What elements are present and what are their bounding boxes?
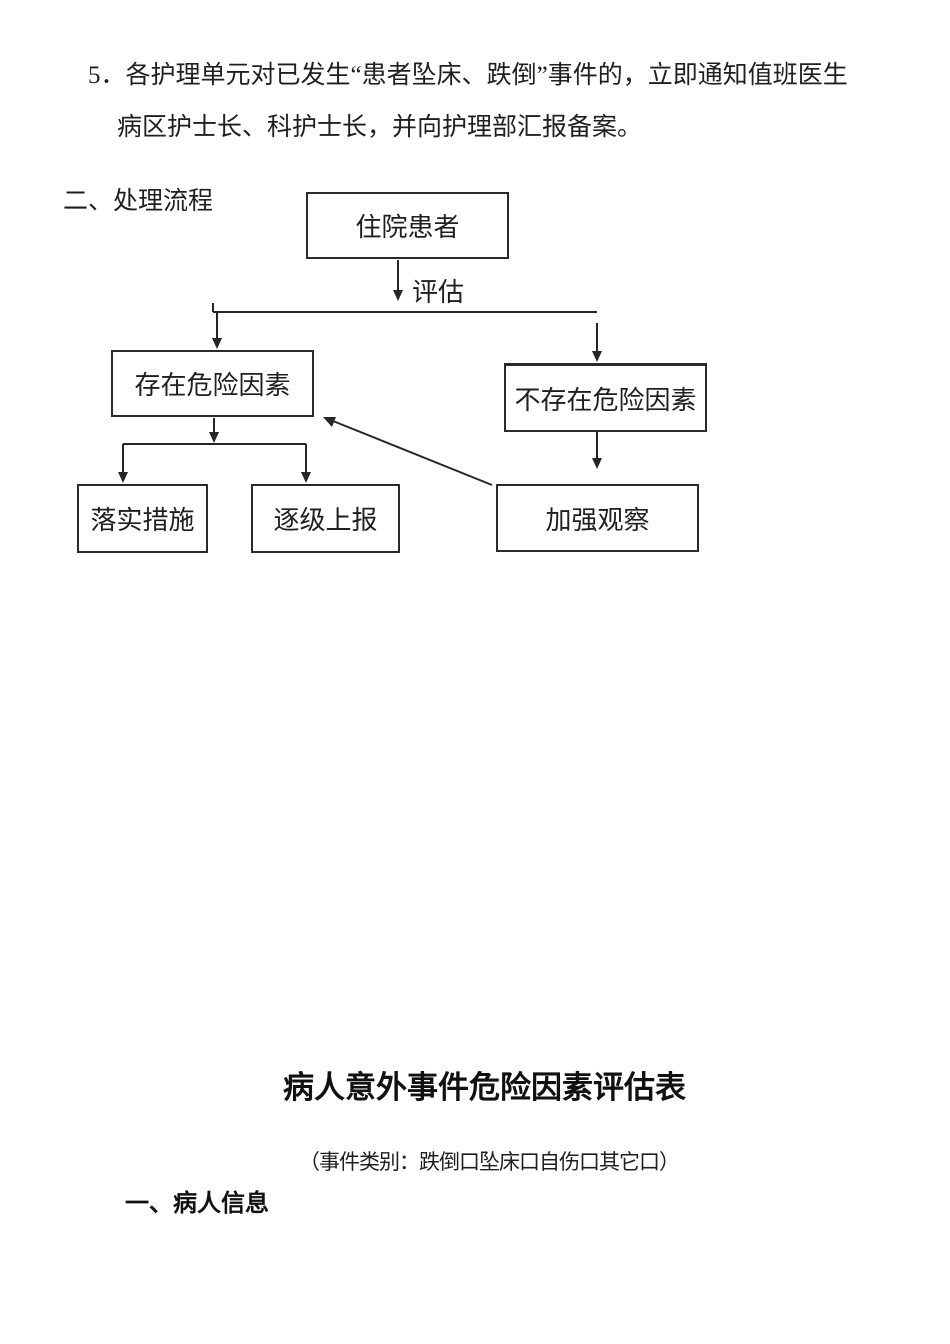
arrowhead-observe-to-risk — [323, 417, 336, 427]
flowchart-node-no-risk: 不存在危险因素 — [504, 363, 707, 432]
arrowhead-to-observe — [592, 458, 602, 469]
form-section-patient-info: 一、病人信息 — [125, 1190, 269, 1217]
arrowhead-to-norisk — [592, 351, 602, 362]
flowchart-node-implement: 落实措施 — [77, 484, 208, 553]
node-label-inpatient: 住院患者 — [355, 213, 460, 242]
flowchart-node-inpatient: 住院患者 — [306, 192, 509, 259]
node-label-risk: 存在危险因素 — [134, 371, 291, 400]
flowchart-node-observe: 加强观察 — [496, 484, 699, 552]
arrowhead-risk-branch — [209, 432, 219, 443]
flowchart-edge-label-assess: 评估 — [412, 278, 465, 307]
arrowhead-to-report — [301, 472, 311, 483]
arrowhead-to-risk — [212, 338, 222, 349]
arrowhead-to-implement — [118, 472, 128, 483]
node-label-report: 逐级上报 — [273, 506, 378, 535]
node-label-implement: 落实措施 — [90, 506, 195, 535]
form-subtitle: （事件类别：跌倒口坠床口自伤口其它口） — [299, 1150, 680, 1174]
paragraph-item5-line2: 病区护士长、科护士长，并向护理部汇报备案。 — [117, 114, 643, 141]
node-label-no-risk: 不存在危险因素 — [514, 385, 697, 415]
form-title: 病人意外事件危险因素评估表 — [283, 1070, 686, 1105]
paragraph-item5-line1: 5．各护理单元对已发生“患者坠床、跌倒”事件的，立即通知值班医生 — [88, 62, 848, 89]
node-label-observe: 加强观察 — [545, 505, 650, 535]
flowchart-node-report: 逐级上报 — [251, 484, 400, 553]
arrowhead-assess — [393, 290, 403, 301]
flowchart-node-risk: 存在危险因素 — [111, 350, 314, 417]
section-heading-process-flow: 二、处理流程 — [63, 188, 214, 215]
